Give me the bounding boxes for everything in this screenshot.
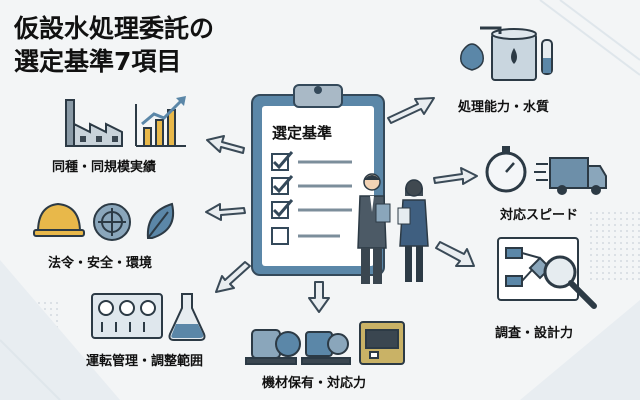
businesswoman-icon xyxy=(397,179,429,282)
label-response-speed: 対応スピード xyxy=(500,208,579,223)
clipboard-heading: 選定基準 xyxy=(272,124,333,142)
control-panel-flask-icon xyxy=(91,293,206,341)
flowchart-magnifier-icon xyxy=(497,237,597,309)
label-legal-safety: 法令・安全・環境 xyxy=(48,256,153,271)
water-treatment-tank-icon xyxy=(460,26,553,81)
arrow-to-capacity xyxy=(387,97,435,124)
label-survey-design: 調査・設計力 xyxy=(495,326,574,341)
factory-growth-chart-icon xyxy=(65,96,186,147)
arrow-to-equipment xyxy=(308,281,330,313)
arrow-to-legal xyxy=(205,203,246,221)
title-line-2: 選定基準7項目 xyxy=(14,47,182,76)
pump-equipment-icon xyxy=(245,321,405,365)
label-equipment: 機材保有・対応力 xyxy=(262,376,367,391)
label-processing-capacity: 処理能力・水質 xyxy=(458,100,550,115)
arrow-to-track-record xyxy=(206,135,245,154)
page-title: 仮設水処理委託の 選定基準7項目 xyxy=(14,12,214,78)
clipboard-icon xyxy=(251,84,385,276)
checkbox-1 xyxy=(271,151,352,171)
checkbox-4 xyxy=(271,227,340,245)
stopwatch-truck-icon xyxy=(485,146,607,195)
checkbox-3 xyxy=(271,199,352,219)
arrows xyxy=(205,97,478,313)
label-operation-management: 運転管理・調整範囲 xyxy=(86,354,204,369)
businessman-icon xyxy=(357,173,391,284)
arrow-to-survey xyxy=(435,241,475,267)
title-line-1: 仮設水処理委託の xyxy=(14,14,215,43)
arrow-to-speed xyxy=(433,167,478,185)
helmet-manhole-leaf-icon xyxy=(33,202,174,241)
label-track-record: 同種・同規模実績 xyxy=(52,160,157,175)
arrow-to-operation xyxy=(215,261,251,293)
checkbox-2 xyxy=(271,175,352,195)
